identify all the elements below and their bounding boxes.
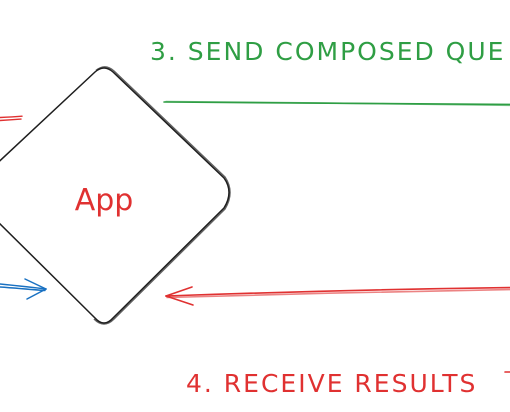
app-label: App: [75, 183, 134, 218]
left-incoming-blue-arrow: [0, 278, 47, 300]
step-3-arrow: [163, 100, 510, 107]
step-4-label: 4. RECEIVE RESULTS: [186, 369, 477, 398]
left-incoming-red-arrow: [0, 115, 23, 122]
step-3-label: 3. SEND COMPOSED QUE: [150, 37, 505, 66]
step-4-arrow: [165, 286, 510, 306]
app-node: [0, 66, 231, 325]
